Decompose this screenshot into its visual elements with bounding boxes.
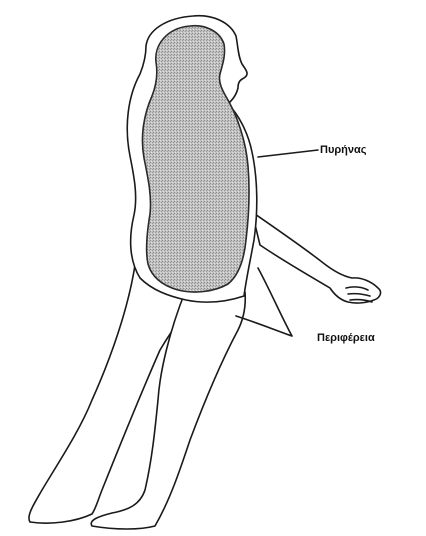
arm	[252, 212, 381, 303]
core-label: Πυρήνας	[320, 144, 367, 156]
periphery-label: Περιφέρεια	[317, 332, 375, 344]
core-pointer-line	[258, 150, 318, 157]
